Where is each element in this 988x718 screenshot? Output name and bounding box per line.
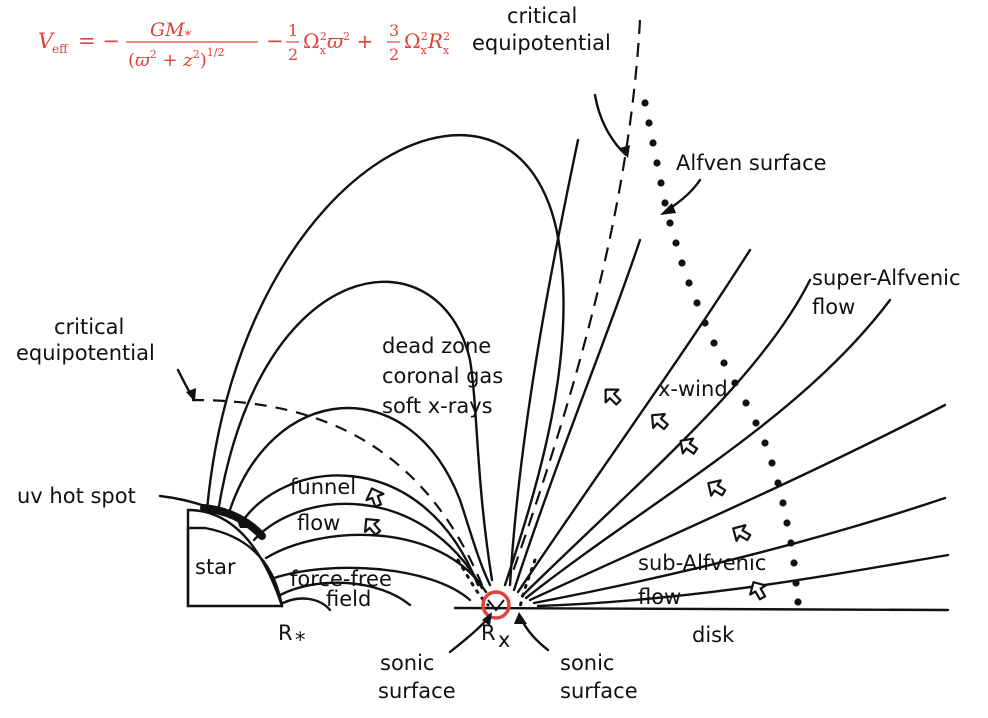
flow-arrow-icon [679, 437, 699, 455]
sonic-left-label-2: surface [378, 679, 456, 703]
flow-arrow-icon [651, 413, 669, 431]
flow-arrow-icon [732, 524, 752, 542]
super-alfvenic-label-1: super-Alfvenic [812, 266, 961, 290]
funnel-line-2 [252, 502, 484, 590]
alfven-arrowhead [660, 203, 676, 215]
sonic-right-label-1: sonic [560, 651, 614, 675]
critical-equipotential-top-curve [508, 19, 642, 581]
equation-lhs: V [38, 29, 55, 53]
dead-zone-label-1: dead zone [382, 334, 491, 358]
wind-line-7 [532, 496, 947, 605]
sonic-right-label-2: surface [560, 679, 638, 703]
super-alfvenic-label-2: flow [812, 295, 855, 319]
critical-left-label-1: critical [54, 315, 124, 339]
critical-left-arrowhead [186, 388, 196, 402]
flow-arrow-icon [604, 388, 622, 406]
uv-hot-spot-band [200, 504, 266, 540]
equation-numerator: GM* [150, 19, 192, 44]
equation-threehalves-num: 3 [389, 21, 399, 40]
dead-zone-label-3: soft x-rays [382, 394, 493, 418]
alfven-surface-dots [641, 99, 802, 606]
flow-arrow-icon [707, 479, 727, 497]
disk-label: disk [692, 623, 735, 647]
r-x-subscript: x [498, 628, 510, 652]
flow-label: flow [297, 511, 340, 535]
equation-half-den: 2 [288, 45, 298, 64]
r-star-label: R [278, 621, 293, 645]
flow-arrow-icon [749, 581, 767, 601]
effective-potential-equation: V eff = − GM* (ϖ2 + z2)1/2 − 1 2 Ωx2ϖ2 +… [38, 19, 450, 71]
wind-line-6 [528, 403, 947, 602]
equation-minus-2: − [266, 29, 284, 53]
sub-alfvenic-label-2: flow [638, 585, 681, 609]
sonic-surface-right-dots [518, 558, 537, 610]
critical-top-label-2: equipotential [472, 31, 611, 55]
uv-hot-spot-label: uv hot spot [17, 484, 136, 508]
wind-line-5 [524, 298, 892, 600]
funnel-line-3 [264, 533, 488, 594]
funnel-label: funnel [290, 475, 356, 499]
equation-denominator: (ϖ2 + z2)1/2 [128, 46, 224, 71]
critical-top-pointer [593, 93, 628, 157]
equation-threehalves-den: 2 [389, 45, 399, 64]
equation-term-3: Ωx2Rx2 [404, 29, 450, 57]
wind-line-2 [512, 238, 642, 592]
uv-hot-spot-arrowhead [236, 518, 250, 528]
r-x-label: R [481, 621, 496, 645]
sonic-left-arrowhead [482, 612, 492, 626]
critical-equipotential-left-curve [191, 398, 486, 591]
disk-midplane-line [453, 606, 950, 612]
dead-zone-loop-inner [226, 406, 492, 587]
force-free-label-2: field [326, 587, 371, 611]
x-point-cusp [487, 599, 505, 612]
critical-left-label-2: equipotential [16, 341, 155, 365]
wind-line-1 [508, 138, 580, 587]
critical-top-arrowhead [620, 145, 630, 158]
sub-alfvenic-label-1: sub-Alfvenic [638, 551, 766, 575]
wind-line-4 [520, 278, 812, 598]
star-label: star [195, 555, 236, 579]
equation-half-num: 1 [288, 21, 298, 40]
x-point-circle-icon [481, 590, 511, 620]
funnel-line-4 [272, 566, 472, 602]
dead-zone-loop-outer [205, 134, 565, 587]
critical-top-label-1: critical [507, 4, 577, 28]
flow-arrow-icon [365, 487, 385, 508]
alfven-surface-label: Alfven surface [676, 151, 827, 175]
star-outline [186, 508, 284, 608]
dead-zone-loop-mid [216, 280, 494, 582]
r-star-subscript: * [295, 628, 306, 652]
flow-arrow-icon [364, 518, 382, 536]
sonic-right-arrowhead [514, 612, 527, 624]
dead-zone-label-2: coronal gas [382, 364, 503, 388]
funnel-line-1 [238, 474, 480, 587]
x-wind-label: x-wind [658, 377, 728, 401]
sonic-left-label-1: sonic [380, 651, 434, 675]
force-free-line-2 [281, 597, 332, 612]
equation-body-1: = − [78, 29, 120, 53]
force-free-line-1 [278, 581, 412, 607]
force-free-label-1: force-free [290, 567, 392, 591]
equation-lhs-subscript: eff [52, 42, 69, 56]
wind-line-3 [516, 248, 752, 594]
equation-term-2: Ωx2ϖ2 + [303, 29, 373, 57]
